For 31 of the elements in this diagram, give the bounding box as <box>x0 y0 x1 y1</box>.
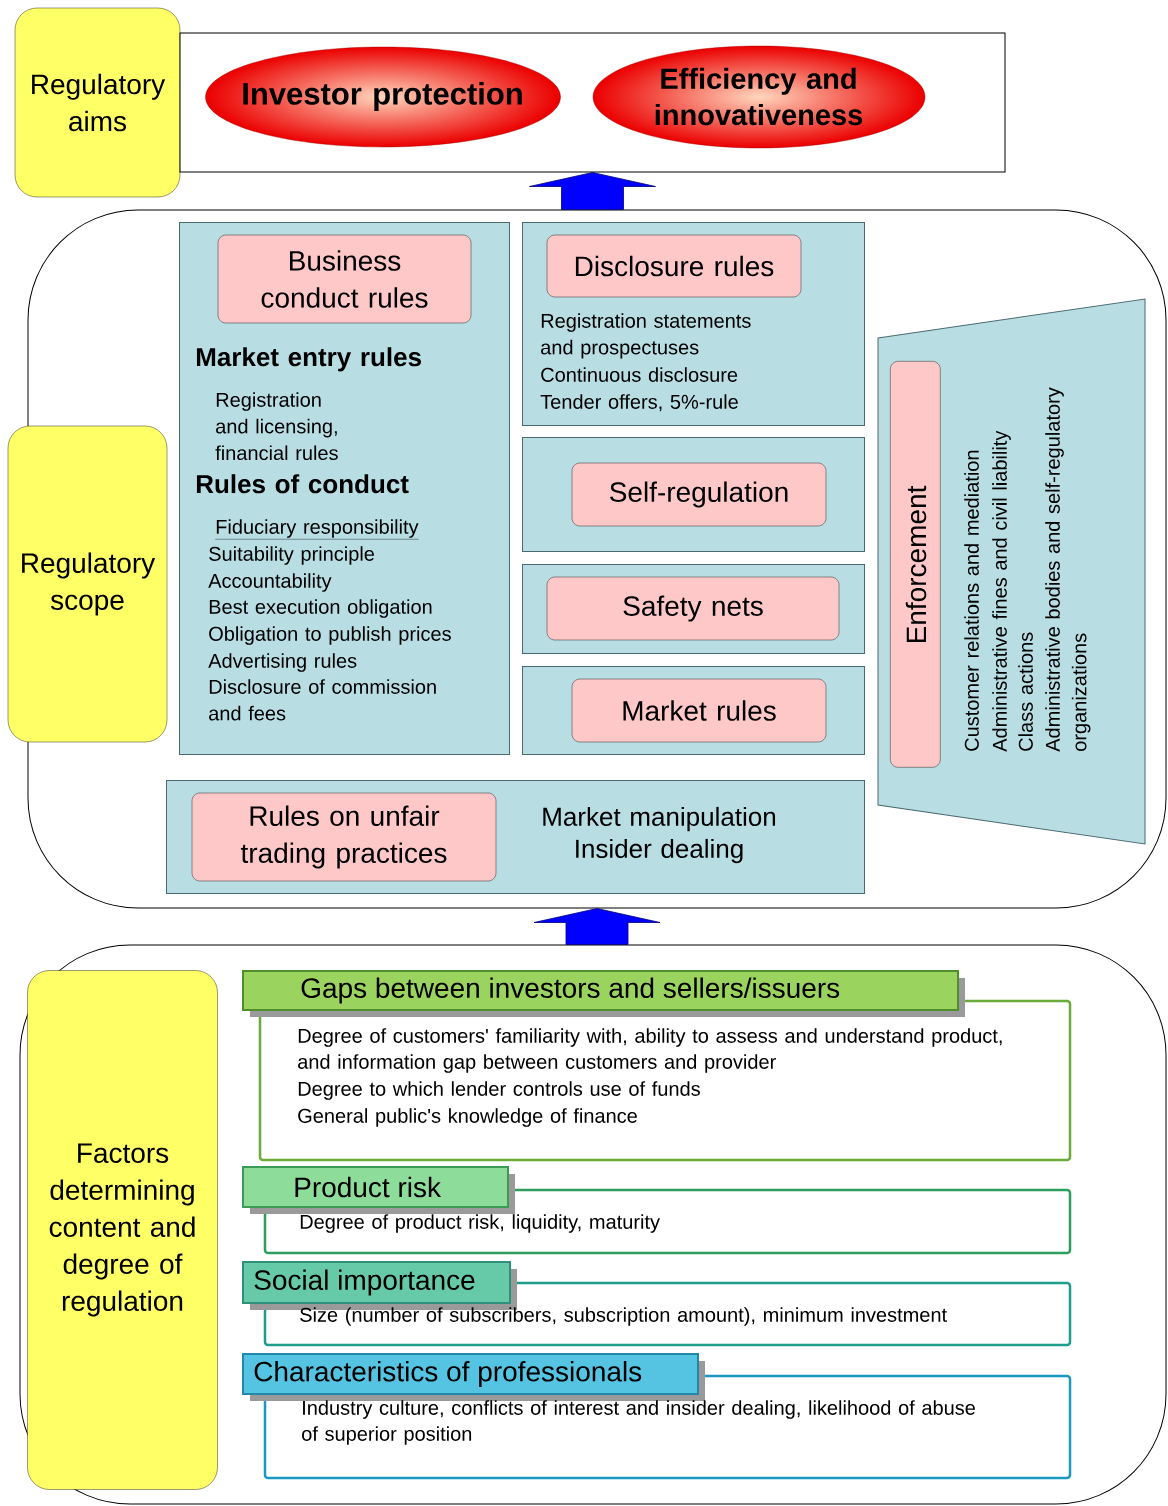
factors-box: Factors determining content and degree of regulation <box>27 970 218 1490</box>
list-item: Fiduciary responsibility <box>215 519 419 540</box>
list-item: Best execution obligation <box>209 599 432 618</box>
heading: Market entry rules <box>196 347 421 372</box>
list-item: Tender offers, 5%-rule <box>540 394 738 412</box>
list-item: Suitability principle <box>209 546 374 565</box>
list-item: Customer relations and mediation <box>964 450 979 751</box>
list-item: Degree of product risk, liquidity, maturity <box>300 1214 660 1233</box>
aims-box: Regulatory aims <box>14 7 181 198</box>
list-item: Degree to which lender controls use of funds <box>298 1081 700 1100</box>
scope-box: Regulatory scope <box>7 425 168 743</box>
list-item: Administrative bodies and self-regulatory organizations <box>1045 387 1091 752</box>
list-item: General public's knowledge of finance <box>298 1108 637 1127</box>
list-item: Industry culture, conflicts of interest and insider dealing, likelihood of abuse of superior position <box>302 1400 975 1445</box>
node-label: Gaps between investors and sellers/issuers <box>301 977 840 1004</box>
block-arrow <box>529 172 656 210</box>
list-item: Accountability <box>208 573 332 592</box>
list-item: Insider dealing <box>576 838 743 864</box>
list-item: Market manipulation <box>543 806 776 832</box>
list-item: Administrative fines and civil liability <box>992 430 1011 752</box>
list-item: Degree of customers' familiarity with, ability to assess and understand product, and information gap between customers and provider <box>298 1028 1002 1073</box>
list-item: Obligation to publish prices <box>209 626 451 645</box>
list-item: Class actions <box>1018 632 1033 751</box>
list-item: Registration and licensing, financial rules <box>215 392 338 461</box>
block-arrow <box>533 908 661 945</box>
list-item: Size (number of subscribers, subscription amount), minimum investment <box>300 1307 947 1326</box>
list-item: Registration statements and prospectuses <box>541 313 751 359</box>
heading: Rules of conduct <box>196 474 409 494</box>
list-item: Continuous disclosure <box>541 367 738 382</box>
list-item: Advertising rules <box>208 653 357 672</box>
list-item: Disclosure of commission and fees <box>209 679 436 721</box>
